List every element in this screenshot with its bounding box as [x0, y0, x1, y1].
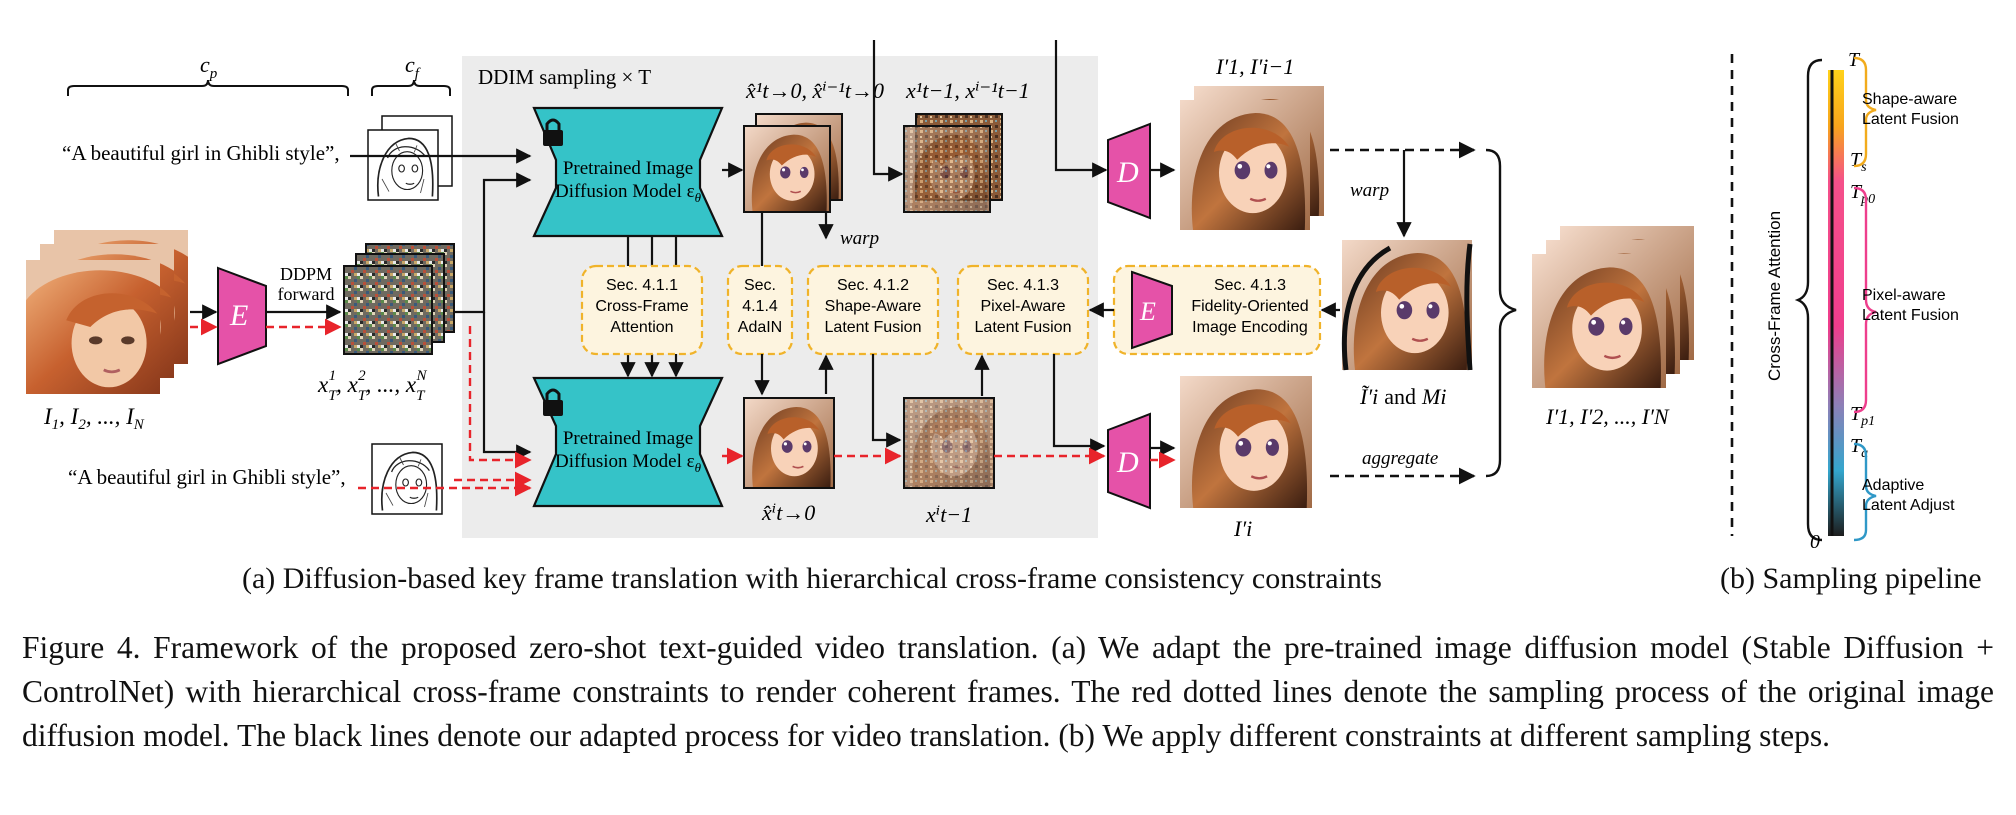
input-frames-stack [26, 230, 188, 394]
figure-caption: Figure 4. Framework of the proposed zero… [22, 630, 1994, 753]
x0-top-label: x̂¹t→0, x̂ⁱ⁻¹t→0 [745, 78, 884, 103]
final-output-label: I′1, I′2, ..., I′N [1545, 404, 1670, 429]
subcaption-b: (b) Sampling pipeline [1720, 562, 1982, 595]
tick-Tp0: Tp0 [1850, 181, 1875, 207]
aggregate-brace [1485, 148, 1517, 478]
x0-bottom-label: x̂ⁱt→0 [761, 500, 815, 525]
diffusion-model-bottom [532, 376, 724, 508]
stage-brace-shape [1853, 56, 1877, 168]
prompt-bottom: “A beautiful girl in Ghibli style”, [68, 465, 346, 489]
tick-T: T [1848, 49, 1861, 71]
encoder-letter: E [229, 299, 248, 332]
cp-brace [67, 79, 349, 96]
decoder-bottom-letter: D [1116, 446, 1139, 479]
decoder-bottom [1107, 412, 1151, 510]
noise-latents-label: xT1, xT2, ..., xTN [317, 368, 427, 404]
tick-0: 0 [1810, 531, 1820, 553]
warp-right-label: warp [1350, 180, 1389, 201]
cf-brace [371, 79, 451, 96]
prompt-top: “A beautiful girl in Ghibli style”, [62, 141, 340, 165]
stage-brace-adaptive [1853, 442, 1877, 542]
pipeline-axis-label: Cross-Frame Attention [1765, 211, 1784, 381]
x0-bottom-frame [743, 397, 835, 489]
aggregate-label: aggregate [1362, 448, 1438, 469]
decoder-top [1107, 122, 1151, 220]
output-top-label: I′1, I′i−1 [1215, 54, 1294, 79]
decoder-top-letter: D [1116, 156, 1139, 189]
output-bottom-label: I′i [1233, 516, 1252, 541]
final-output-stack [1532, 226, 1694, 388]
cp-label: cp [200, 52, 218, 82]
encoder-block [217, 266, 267, 366]
output-bottom-frame [1180, 376, 1312, 508]
output-top-stack [1180, 86, 1324, 230]
input-frames-label: I1, I2, ..., IN [43, 404, 145, 433]
ddim-sampling-label: DDIM sampling × T [478, 65, 651, 89]
subcaption-a: (a) Diffusion-based key frame translatio… [242, 562, 1382, 595]
stage-brace-pixel [1853, 186, 1877, 414]
xt1-bottom-frame [903, 397, 995, 489]
x0-top-stack [743, 113, 843, 213]
svg-text:E: E [1139, 297, 1156, 326]
sketch-frame-top [367, 115, 453, 201]
noise-latents-stack [343, 243, 455, 355]
xt1-top-label: x¹t−1, xⁱ⁻¹t−1 [905, 78, 1030, 103]
sketch-frame-bottom [371, 443, 443, 515]
warp-label: warp [840, 228, 879, 249]
warped-frame [1341, 240, 1473, 371]
xt1-top-stack [903, 113, 1003, 213]
lock-icon-bottom [543, 388, 563, 416]
tick-Tp1: Tp1 [1850, 403, 1875, 429]
pipeline-bar [1828, 70, 1844, 536]
cf-label: cf [405, 52, 421, 82]
xt1-bottom-label: xⁱt−1 [925, 502, 972, 527]
diffusion-model-top [532, 106, 724, 238]
lock-icon-top [543, 118, 563, 146]
framework-diagram: DDIM sampling × T cp cf “A beautiful gir… [26, 40, 1959, 553]
pipeline-axis-brace [1794, 58, 1823, 542]
